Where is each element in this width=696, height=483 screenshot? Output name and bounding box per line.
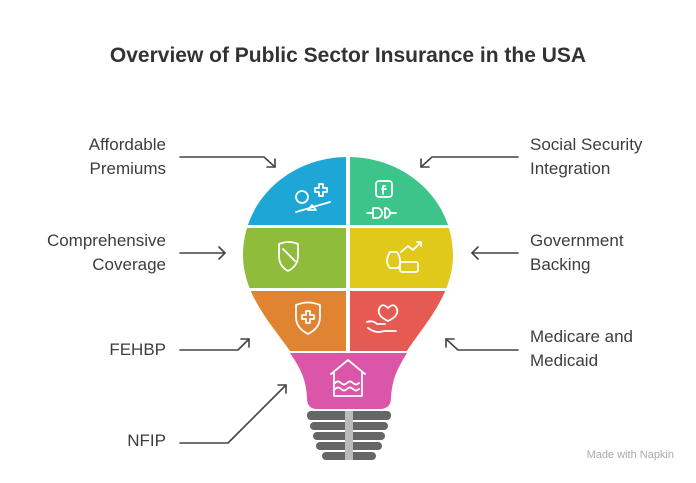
label-line: Integration bbox=[530, 159, 611, 178]
flood-house-icon bbox=[330, 359, 366, 397]
scale-money-plus-icon bbox=[295, 183, 331, 213]
shield-icon bbox=[278, 241, 299, 272]
hand-heart-icon bbox=[366, 304, 399, 333]
segment-affordable-premiums bbox=[243, 157, 346, 225]
label-nfip: NFIP bbox=[127, 429, 166, 453]
money-bag-growth-icon bbox=[386, 241, 422, 273]
segment-comprehensive-coverage bbox=[243, 228, 346, 288]
arrow-government-backing bbox=[471, 246, 519, 260]
bulb-segments bbox=[243, 157, 453, 351]
bulb-base bbox=[307, 411, 391, 460]
label-fehbp: FEHBP bbox=[109, 338, 166, 362]
label-line: Social Security bbox=[530, 135, 643, 154]
label-line: Comprehensive bbox=[46, 231, 166, 250]
arrow-fehbp bbox=[179, 338, 250, 351]
segment-fehbp bbox=[243, 291, 346, 351]
segment-government-backing bbox=[350, 228, 453, 288]
label-line: Backing bbox=[530, 255, 591, 274]
label-line: Medicare and bbox=[530, 327, 634, 346]
page-title: Overview of Public Sector Insurance in t… bbox=[109, 44, 587, 67]
shield-cross-icon bbox=[295, 301, 321, 335]
arrow-nfip bbox=[179, 384, 287, 444]
plug-f-icon bbox=[366, 180, 397, 219]
label-line: Government bbox=[530, 231, 624, 250]
arrow-medicare-medicaid bbox=[445, 338, 519, 351]
watermark: Made with Napkin bbox=[586, 449, 674, 461]
label-line: Affordable bbox=[88, 135, 166, 154]
label-line: Coverage bbox=[92, 255, 166, 274]
arrow-comprehensive-coverage bbox=[179, 246, 226, 260]
arrow-affordable-premiums bbox=[179, 156, 276, 168]
label-line: Premiums bbox=[89, 159, 166, 178]
arrow-social-security bbox=[420, 156, 519, 168]
label-line: Medicaid bbox=[530, 351, 599, 370]
label-line: FEHBP bbox=[109, 340, 166, 359]
label-line: NFIP bbox=[127, 431, 166, 450]
